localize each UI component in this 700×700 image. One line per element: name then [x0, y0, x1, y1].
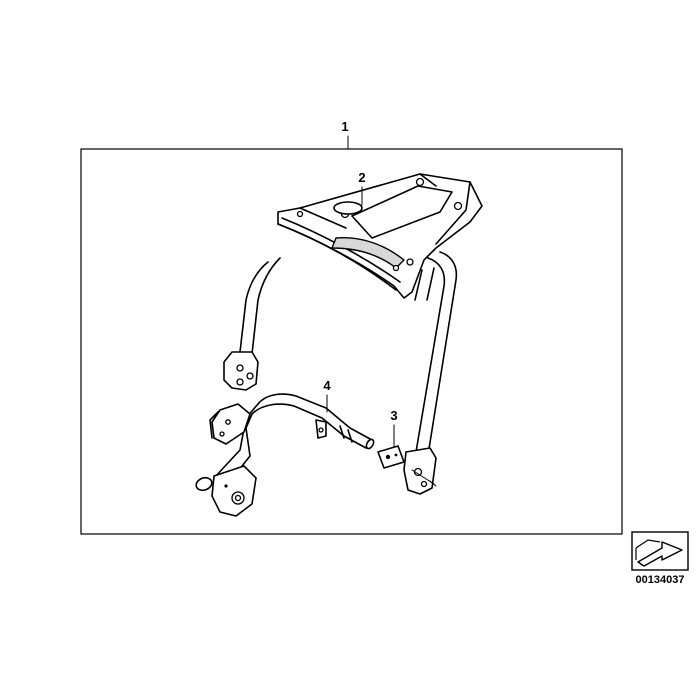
spacer-plate-part	[377, 445, 405, 469]
arrow-direction-icon	[631, 531, 689, 571]
assembly-frame	[80, 148, 623, 535]
bracket-part	[195, 393, 375, 517]
callout-3: 3	[390, 408, 397, 423]
callout-2: 2	[358, 170, 365, 185]
callout-4: 4	[323, 378, 331, 393]
luggage-rack-part	[223, 173, 483, 495]
diagram-id: 00134037	[636, 574, 685, 586]
callout-1: 1	[341, 119, 348, 134]
